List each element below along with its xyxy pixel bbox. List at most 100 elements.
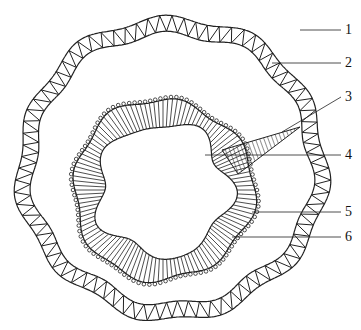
dotted-border	[169, 278, 173, 282]
dotted-border	[257, 199, 261, 203]
dotted-border	[257, 205, 261, 209]
leader-line	[300, 30, 341, 31]
dotted-border	[79, 235, 83, 239]
inner-edge	[30, 31, 315, 305]
dotted-border	[96, 121, 100, 125]
dotted-border	[122, 102, 126, 106]
callout-number: 5	[345, 205, 352, 219]
dotted-border	[96, 255, 100, 259]
dotted-border	[84, 244, 88, 248]
dotted-border	[206, 114, 210, 118]
dotted-border	[229, 126, 233, 130]
cavity-edge	[95, 125, 238, 260]
dotted-border	[233, 129, 237, 133]
dotted-border	[164, 96, 168, 100]
dotted-border	[159, 97, 163, 101]
callout-number: 3	[345, 90, 352, 104]
dotted-border	[70, 167, 74, 171]
inner-layer	[69, 95, 260, 286]
dotted-border	[219, 121, 223, 125]
dotted-border	[214, 265, 218, 269]
dotted-border	[148, 99, 152, 103]
ring-outer-edge	[73, 99, 257, 283]
dotted-border	[209, 268, 213, 272]
outer-layer	[14, 15, 331, 320]
dotted-border	[148, 283, 152, 287]
dotted-border	[224, 124, 228, 128]
dotted-border	[202, 110, 206, 114]
dotted-border	[71, 188, 75, 192]
dotted-border	[194, 272, 198, 276]
zigzag-cells	[14, 16, 331, 321]
dotted-border	[199, 271, 203, 275]
dotted-border	[174, 276, 178, 280]
dotted-border	[256, 194, 260, 198]
dotted-border	[180, 96, 184, 100]
dotted-border	[210, 116, 214, 120]
dotted-border	[251, 173, 255, 177]
dotted-border	[153, 98, 157, 102]
dotted-border	[185, 98, 189, 102]
dotted-border	[132, 279, 136, 283]
dotted-border	[101, 258, 105, 262]
dotted-border	[137, 281, 141, 285]
dotted-border	[254, 183, 258, 187]
dotted-border	[74, 198, 78, 202]
dotted-border	[116, 103, 120, 107]
dotted-border	[114, 266, 118, 270]
dotted-border	[77, 218, 81, 222]
dotted-border	[89, 135, 93, 139]
dotted-border	[78, 229, 82, 233]
dotted-border	[237, 133, 241, 137]
dotted-border	[99, 116, 103, 120]
dotted-border	[250, 220, 254, 224]
dotted-border	[179, 274, 183, 278]
dotted-border	[221, 258, 225, 262]
dotted-border	[133, 101, 137, 105]
dotted-border	[175, 95, 179, 99]
dotted-border	[70, 183, 74, 187]
leader-line	[282, 97, 341, 132]
dotted-border	[253, 215, 257, 219]
dotted-border	[142, 282, 146, 286]
dotted-border	[107, 108, 111, 112]
dotted-border	[218, 262, 222, 266]
callout-number: 4	[345, 148, 352, 162]
dotted-border	[76, 213, 80, 217]
radial-hatching	[73, 99, 257, 283]
dotted-border	[233, 240, 237, 244]
dotted-border	[75, 203, 79, 207]
dotted-border	[189, 273, 193, 277]
dotted-border	[243, 228, 247, 232]
dotted-border	[227, 249, 231, 253]
dotted-border	[143, 100, 147, 104]
dotted-border	[118, 270, 122, 274]
dotted-border	[169, 95, 173, 99]
callout-number: 6	[345, 230, 352, 244]
dotted-border	[153, 282, 157, 286]
leader-line	[205, 155, 341, 156]
dotted-border	[184, 273, 188, 277]
dotted-border	[241, 137, 245, 141]
dotted-border	[88, 248, 92, 252]
dotted-border	[80, 148, 84, 152]
dotted-border	[247, 224, 251, 228]
wedge-process	[222, 127, 300, 174]
dotted-border	[239, 232, 243, 236]
leader-line	[232, 237, 341, 238]
dotted-border	[190, 101, 194, 105]
dotted-border	[77, 224, 81, 228]
callout-number: 1	[345, 23, 352, 37]
dotted-border	[83, 144, 87, 148]
dotted-border	[250, 168, 254, 172]
dotted-border	[194, 104, 198, 108]
dotted-border	[255, 188, 259, 192]
dotted-border	[138, 100, 142, 104]
dotted-border	[86, 140, 90, 144]
dotted-border	[93, 126, 97, 130]
dotted-border	[225, 253, 229, 257]
dotted-border	[252, 178, 256, 182]
dotted-border	[73, 193, 77, 197]
callout-number: 2	[345, 56, 352, 70]
